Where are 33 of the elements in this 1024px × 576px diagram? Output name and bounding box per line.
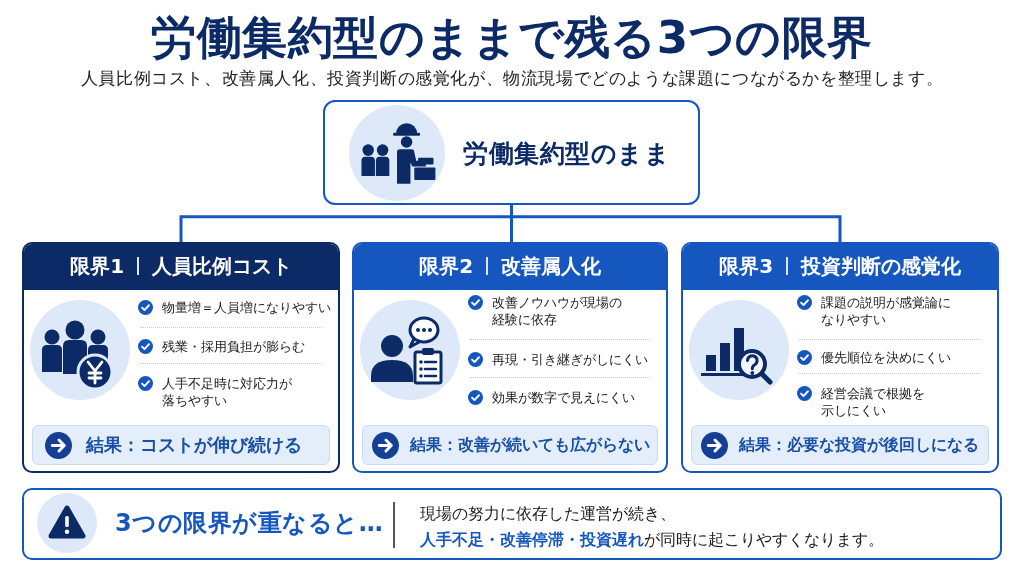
note-box: [22, 488, 1002, 560]
note-heading: 3つの限界が重なると…: [115, 508, 384, 538]
result-text: 結果：必要な投資が後回しになる: [739, 434, 979, 456]
result-text: 結果：コストが伸び続ける: [86, 434, 302, 456]
box-title: 労働集約型のまま: [463, 138, 670, 170]
result-bar: [32, 425, 330, 465]
bullet-text: 残業・採用負担が膨らむ: [162, 337, 305, 355]
bullet-text: 改善ノウハウが現場の経験に依存: [492, 293, 623, 328]
rounded-box: [323, 100, 700, 205]
subtitle: 人員比例コスト、改善属人化、投資判断の感覚化が、物流現場でどのような課題につながるかを整理します。: [80, 67, 944, 89]
connector-line: [510, 205, 842, 242]
card-number: 限界1: [70, 252, 125, 279]
result-text: 結果：改善が続いても広がらない: [410, 434, 650, 456]
result-bar: [691, 425, 989, 465]
card-title: 人員比例コスト: [151, 252, 292, 279]
bullet-text: 優先順位を決めにくい: [821, 348, 951, 366]
card-title: 投資判断の感覚化: [800, 252, 961, 279]
card-number: 限界3: [719, 252, 774, 279]
card-panel: [352, 242, 668, 473]
bullet-text: 課題の説明が感覚論になりやすい: [821, 293, 952, 328]
note-text: 人手不足・改善停滞・投資遅れが同時に起こりやすくなります。: [420, 530, 884, 551]
bullet-text: 再現・引き継ぎがしにくい: [492, 350, 648, 368]
title: 労働集約型のままで残る3つの限界: [151, 12, 873, 64]
result-bar: [362, 425, 658, 465]
card-title: 改善属人化: [500, 252, 601, 279]
bullet-text: 人手不足時に対応力が落ちやすい: [162, 374, 293, 409]
note-text: 現場の努力に依存した運営が続き、: [420, 504, 676, 525]
card-panel: [681, 242, 999, 473]
card-panel: [22, 242, 340, 473]
card-number: 限界2: [419, 252, 474, 279]
bullet-text: 効果が数字で見えにくい: [492, 388, 635, 406]
bullet-text: 経営会議で根拠を示しにくい: [821, 384, 926, 419]
bullet-text: 物量増＝人員増になりやすい: [162, 298, 331, 316]
